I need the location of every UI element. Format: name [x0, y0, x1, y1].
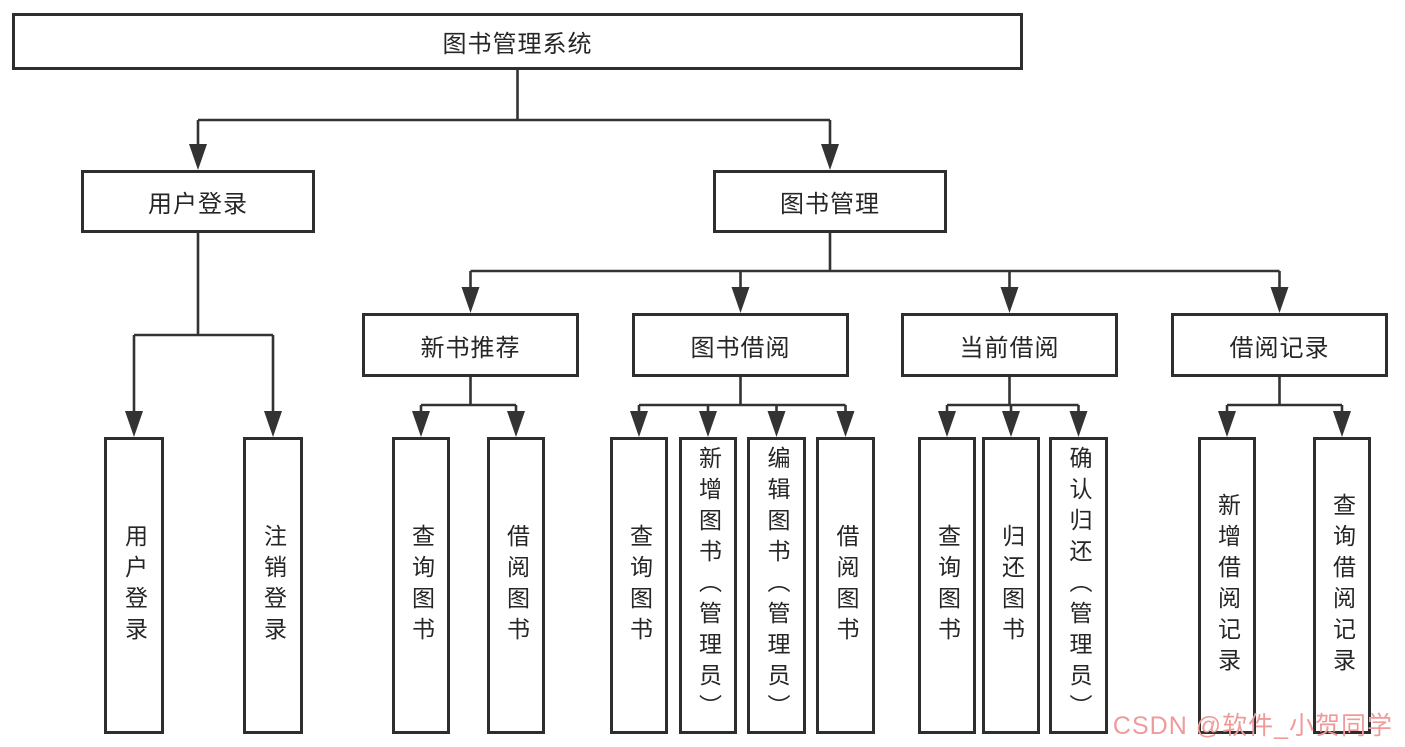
leaf-logout: 注销登录 — [243, 437, 303, 734]
leaf-query-borrow-record: 查询借阅记录 — [1313, 437, 1371, 734]
node-borrow-record: 借阅记录 — [1171, 313, 1388, 377]
node-current-borrow: 当前借阅 — [901, 313, 1118, 377]
node-book-management: 图书管理 — [713, 170, 947, 233]
leaf-add-book-admin: 新增图书（管理员） — [679, 437, 737, 734]
node-library-management-system: 图书管理系统 — [12, 13, 1023, 70]
leaf-borrow-book: 借阅图书 — [816, 437, 875, 734]
leaf-add-borrow-record: 新增借阅记录 — [1198, 437, 1256, 734]
leaf-confirm-return-admin: 确认归还（管理员） — [1049, 437, 1108, 734]
node-book-borrow: 图书借阅 — [632, 313, 849, 377]
csdn-watermark: CSDN @软件_小贺同学 — [1112, 712, 1393, 740]
node-new-book-recommend: 新书推荐 — [362, 313, 579, 377]
leaf-query-book: 查询图书 — [392, 437, 450, 734]
leaf-borrow-book: 借阅图书 — [487, 437, 545, 734]
leaf-user-login: 用户登录 — [104, 437, 164, 734]
leaf-query-book: 查询图书 — [918, 437, 976, 734]
node-user-login: 用户登录 — [81, 170, 315, 233]
leaf-query-book: 查询图书 — [610, 437, 668, 734]
leaf-return-book: 归还图书 — [982, 437, 1040, 734]
leaf-edit-book-admin: 编辑图书（管理员） — [747, 437, 806, 734]
